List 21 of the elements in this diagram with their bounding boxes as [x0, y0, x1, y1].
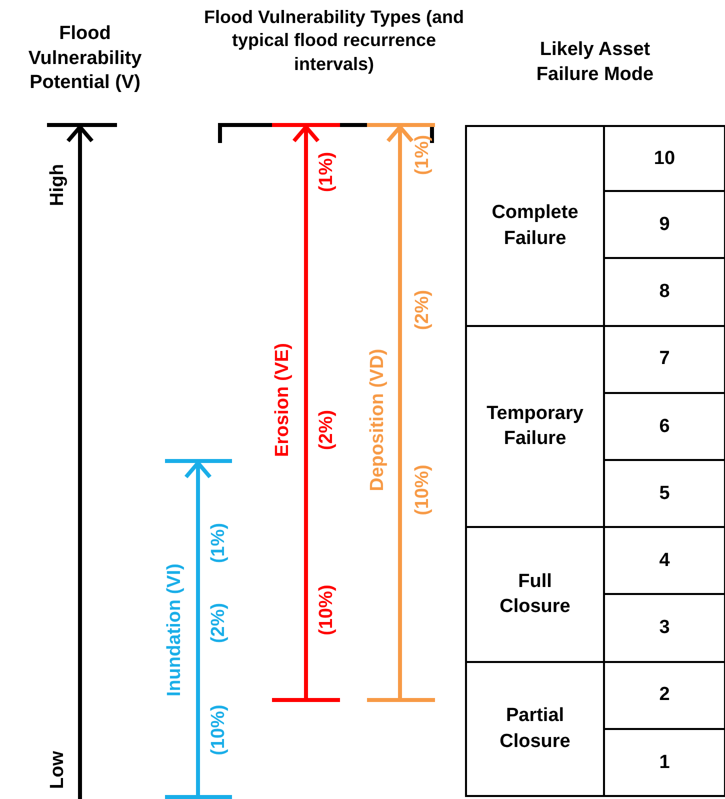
failure-mode-cell: Complete Failure: [465, 125, 605, 327]
column-heading: Likely Asset Failure Mode: [535, 38, 655, 87]
axis-label: (2%): [316, 410, 338, 450]
axis-label: Inundation (VI): [164, 564, 186, 696]
axis-label: (10%): [316, 584, 338, 636]
axis-label: (10%): [208, 704, 230, 756]
axis-label: Low: [47, 751, 69, 789]
failure-mode-cell: Partial Closure: [465, 660, 605, 797]
axis-label: (2%): [208, 602, 230, 644]
column-heading: Flood Vulnerability Types (and typical flood recurrence intervals): [203, 6, 465, 76]
axis-label: Deposition (VD): [367, 348, 389, 492]
axis-label: Erosion (VE): [272, 343, 294, 457]
axis-label: (2%): [412, 290, 434, 330]
axis-label: (1%): [208, 522, 230, 564]
axis-label: High: [47, 164, 69, 206]
axis-label: (10%): [412, 464, 434, 516]
rating-cell: 1: [603, 728, 725, 797]
axis-label: (1%): [316, 152, 338, 192]
axis-label: (1%): [412, 134, 434, 176]
column-heading: Flood Vulnerability Potential (V): [27, 22, 143, 96]
rating-cell: 10: [603, 125, 725, 192]
